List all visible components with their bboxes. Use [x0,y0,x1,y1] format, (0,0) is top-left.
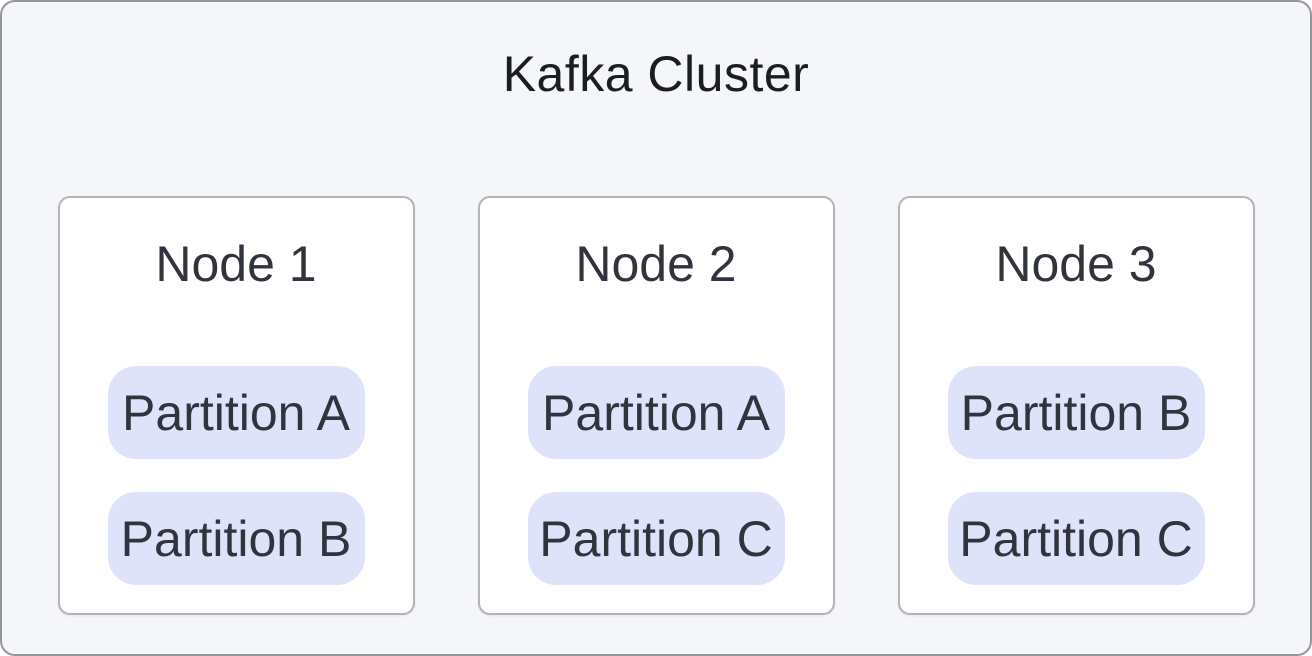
partition-list: Partition A Partition C [527,366,785,585]
partition-pill: Partition A [107,366,365,459]
partition-list: Partition B Partition C [947,366,1205,585]
partition-list: Partition A Partition B [107,366,365,585]
nodes-row: Node 1 Partition A Partition B Node 2 Par… [2,196,1310,615]
partition-pill: Partition B [107,492,365,585]
node-title: Node 1 [155,236,317,292]
node-card: Node 2 Partition A Partition C [477,196,835,615]
node-title: Node 3 [995,236,1157,292]
partition-pill: Partition C [947,492,1205,585]
node-title: Node 2 [575,236,737,292]
partition-pill: Partition C [527,492,785,585]
cluster-title: Kafka Cluster [502,46,810,102]
partition-pill: Partition B [947,366,1205,459]
partition-pill: Partition A [527,366,785,459]
node-card: Node 3 Partition B Partition C [897,196,1255,615]
node-card: Node 1 Partition A Partition B [57,196,415,615]
